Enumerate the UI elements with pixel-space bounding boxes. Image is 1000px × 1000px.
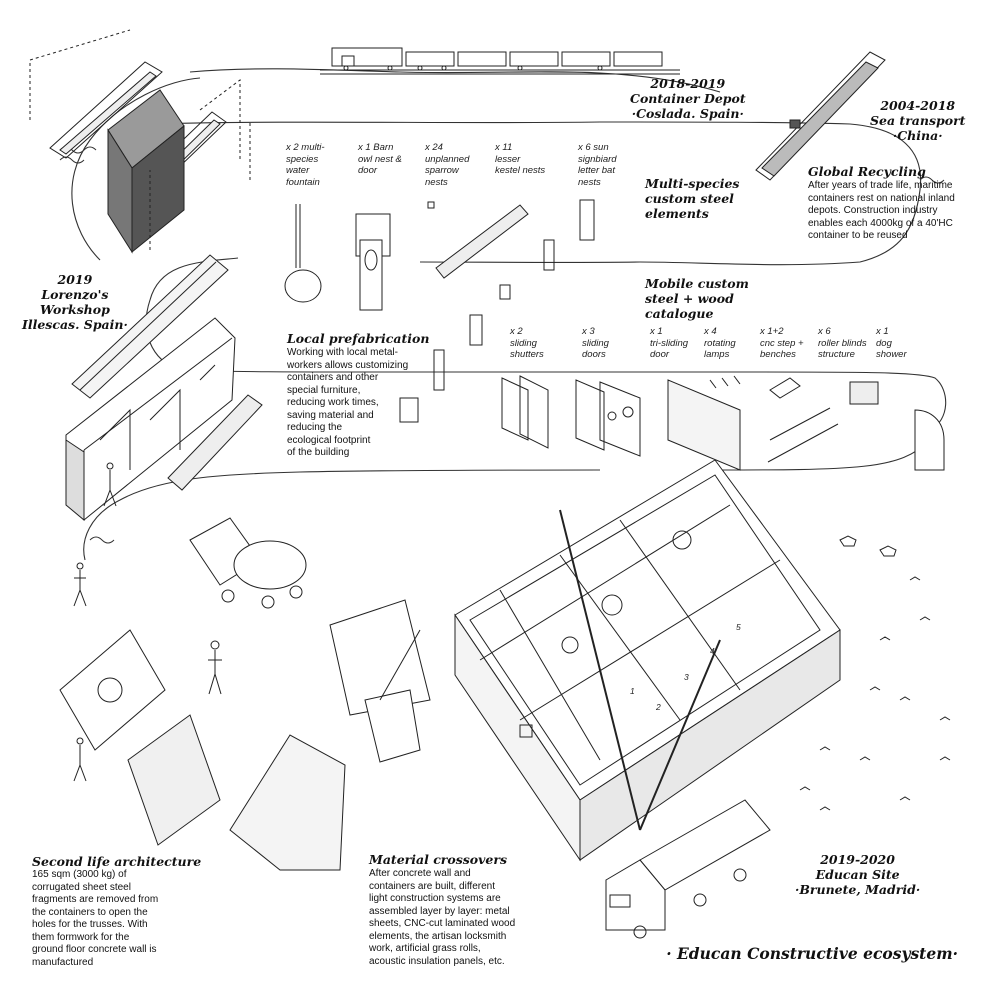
- room-number: 2: [656, 702, 661, 712]
- text-line: containers rest on national inland: [808, 192, 955, 204]
- container-depot-label: 2018-2019 Container Depot ·Coslada. Spai…: [630, 76, 746, 121]
- material-crossovers-title: Material crossovers: [369, 852, 507, 867]
- room-number: 4: [710, 646, 715, 656]
- sea-transport-label: 2004-2018 Sea transport ·China·: [870, 98, 965, 143]
- sea-transport-name: Sea transport: [870, 113, 966, 128]
- global-recycling-title: Global Recycling: [808, 164, 926, 179]
- route-line: [71, 68, 947, 561]
- site-label: 2019-2020 Educan Site ·Brunete, Madrid·: [795, 852, 920, 897]
- van-crane: [329, 599, 431, 763]
- sea-transport-year: 2004-2018: [880, 98, 956, 113]
- site-name: Educan Site: [815, 867, 900, 882]
- workshop-container: [65, 254, 263, 522]
- dogs-illustration: [799, 535, 951, 811]
- container-depot-year: 2018-2019: [650, 76, 726, 91]
- sea-transport-place: ·China·: [892, 128, 943, 143]
- train-illustration: [320, 47, 680, 75]
- room-number: 3: [684, 672, 689, 682]
- crane-truck: [605, 799, 771, 939]
- workers-illustration: [73, 462, 222, 782]
- concrete-mixer: [189, 517, 307, 609]
- text-line: depots. Construction industry: [808, 205, 938, 216]
- text-line: enables each 4000kg of a 40'HC: [808, 217, 953, 229]
- container-depot-name: Container Depot: [630, 91, 746, 106]
- depot-cranes: [29, 29, 251, 254]
- local-prefab-text: Working with local metal-workers allows …: [287, 347, 409, 458]
- container-ship: [755, 51, 886, 181]
- formwork-slabs: [59, 629, 346, 871]
- workshop-place: Illescas. Spain·: [22, 317, 128, 332]
- container-depot-place: ·Coslada. Spain·: [631, 106, 744, 121]
- diagram-footer-title: · Educan Constructive ecosystem·: [666, 944, 958, 963]
- multispecies-elements: [284, 199, 595, 423]
- second-life-title: Second life architecture: [32, 854, 202, 869]
- workshop-label: 2019 Lorenzo's Workshop Illescas. Spain·: [22, 272, 128, 332]
- main-building: [454, 459, 841, 862]
- room-number: 1: [630, 686, 635, 696]
- site-place: ·Brunete, Madrid·: [795, 882, 921, 897]
- catalogue-elements: [501, 375, 945, 471]
- text-line: After years of trade life, maritime: [808, 180, 953, 191]
- workshop-name2: Workshop: [40, 302, 110, 317]
- local-prefab-title: Local prefabrication: [287, 331, 430, 346]
- site-year: 2019-2020: [820, 852, 895, 867]
- workshop-year: 2019: [57, 272, 93, 287]
- room-number: 5: [736, 622, 741, 632]
- workshop-name: Lorenzo's: [41, 287, 109, 302]
- text-line: container to be reused: [808, 230, 908, 241]
- global-recycling-text: After years of trade life, maritime cont…: [808, 180, 955, 243]
